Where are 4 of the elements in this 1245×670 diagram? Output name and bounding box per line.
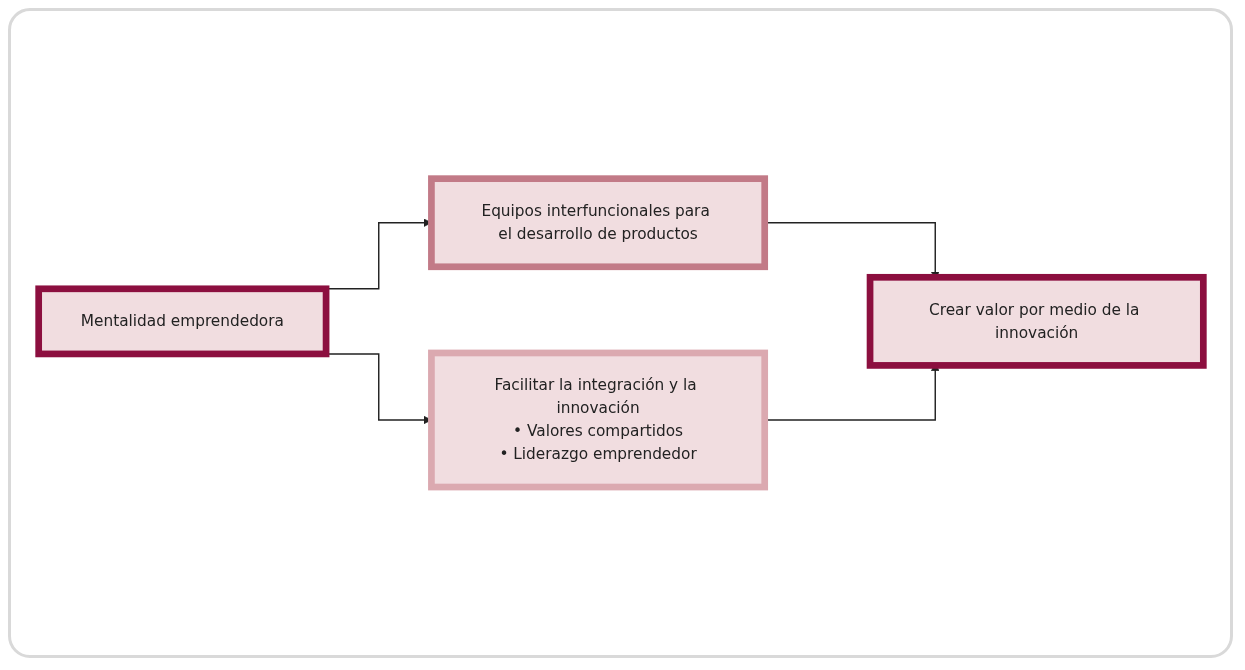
node-box: Crear valor por medio de la innovación [866,274,1207,369]
node-box: Facilitar la integración y la innovación • Valores compartidos • Liderazgo emprendedor [427,349,768,491]
node-box: Equipos interfuncionales para el desarrollo de productos [427,175,768,271]
node-box: Mentalidad emprendedora [34,285,329,358]
